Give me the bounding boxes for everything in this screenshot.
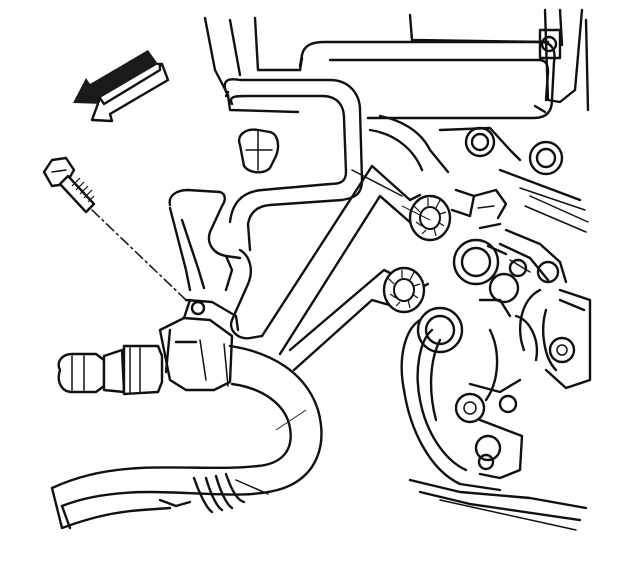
nut-icon <box>237 128 280 174</box>
leader-line <box>275 205 431 431</box>
hose-bracket <box>158 298 240 392</box>
fitting-ports <box>416 126 576 471</box>
bolt-icon <box>42 156 187 301</box>
o-ring-seal-lower <box>382 266 426 314</box>
o-ring-seal-upper <box>408 194 452 242</box>
rubber-hose <box>50 343 323 530</box>
hose-fitting-left <box>57 344 164 396</box>
left-pipe <box>168 188 264 340</box>
upper-pipe <box>223 40 556 252</box>
direction-arrow-icon <box>73 50 170 123</box>
compressor-body <box>368 114 592 531</box>
